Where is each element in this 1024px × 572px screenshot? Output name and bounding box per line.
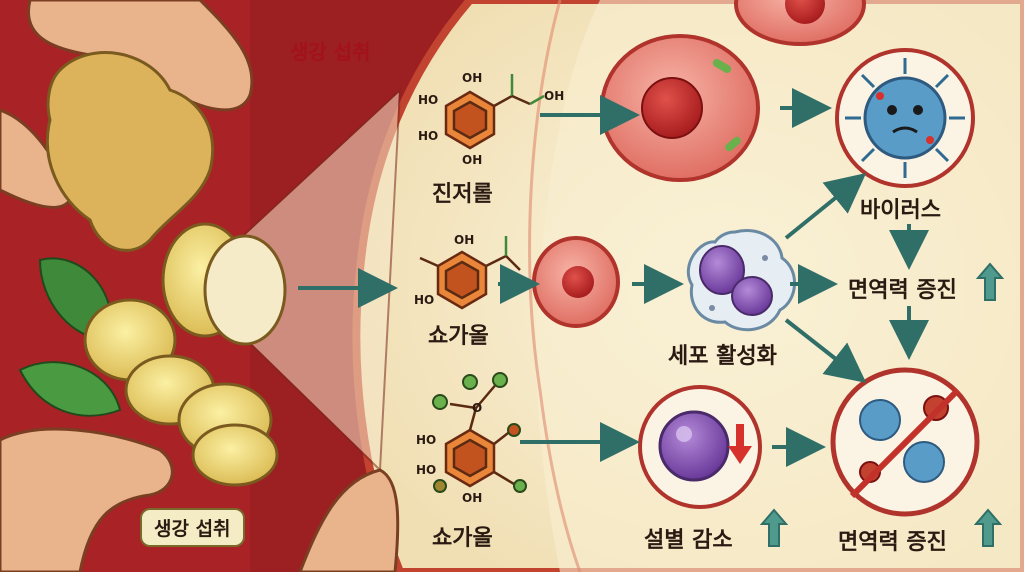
up-arrow-icon-1: [976, 262, 1004, 301]
compound-label-3: 쇼가올: [432, 526, 493, 551]
atom-ho-2: HO: [418, 129, 438, 143]
atom-oh-4: OH: [454, 233, 474, 247]
atom-ho-3: HO: [414, 293, 434, 307]
molecule-dots: [432, 372, 527, 493]
atom-ho-1: HO: [418, 93, 438, 107]
lymphocyte-cell: [638, 385, 762, 509]
activation-label: 세포 활성화: [668, 344, 777, 369]
up-arrow-icon-3: [974, 508, 1002, 547]
virus-label: 바이러스: [860, 198, 941, 223]
compound-label-2: 쇼가올: [428, 324, 489, 349]
immunity-label-2: 면역력 증진: [838, 530, 947, 555]
atom-oh-1: OH: [462, 71, 482, 85]
title-bottom: 생강 섭취: [140, 508, 245, 547]
white-blood-cell: [686, 229, 796, 332]
down-arrow-icon: [728, 424, 752, 464]
atom-oh-2: OH: [462, 153, 482, 167]
shogaol-molecule-1: [419, 236, 521, 310]
virus-icon: [835, 48, 975, 188]
up-arrow-icon-2: [760, 508, 788, 547]
atom-oh-5: OH: [462, 491, 482, 505]
red-cell-top: [600, 34, 760, 182]
red-cell-small: [532, 236, 620, 328]
title-top: 생강 섭취: [290, 40, 371, 64]
flow-arrows: [298, 88, 929, 467]
red-cell-partial: [734, 0, 866, 46]
destroyed-virus-icon: [830, 367, 980, 517]
atom-ho-5: HO: [416, 463, 436, 477]
atom-oh-3: OH: [544, 89, 564, 103]
atom-ho-4: HO: [416, 433, 436, 447]
atom-o-1: O: [472, 401, 482, 415]
ginger-slices-icon: [83, 222, 287, 487]
shogaol-molecule-2: [444, 381, 515, 488]
ginger-root-icon: [45, 51, 215, 252]
gingerol-molecule: [444, 74, 545, 150]
reduction-label: 설별 감소: [644, 528, 733, 553]
hand-bottom-icon: [0, 427, 174, 572]
immunity-label-1: 면역력 증진: [848, 278, 957, 303]
compound-label-1: 진저롤: [432, 182, 493, 207]
